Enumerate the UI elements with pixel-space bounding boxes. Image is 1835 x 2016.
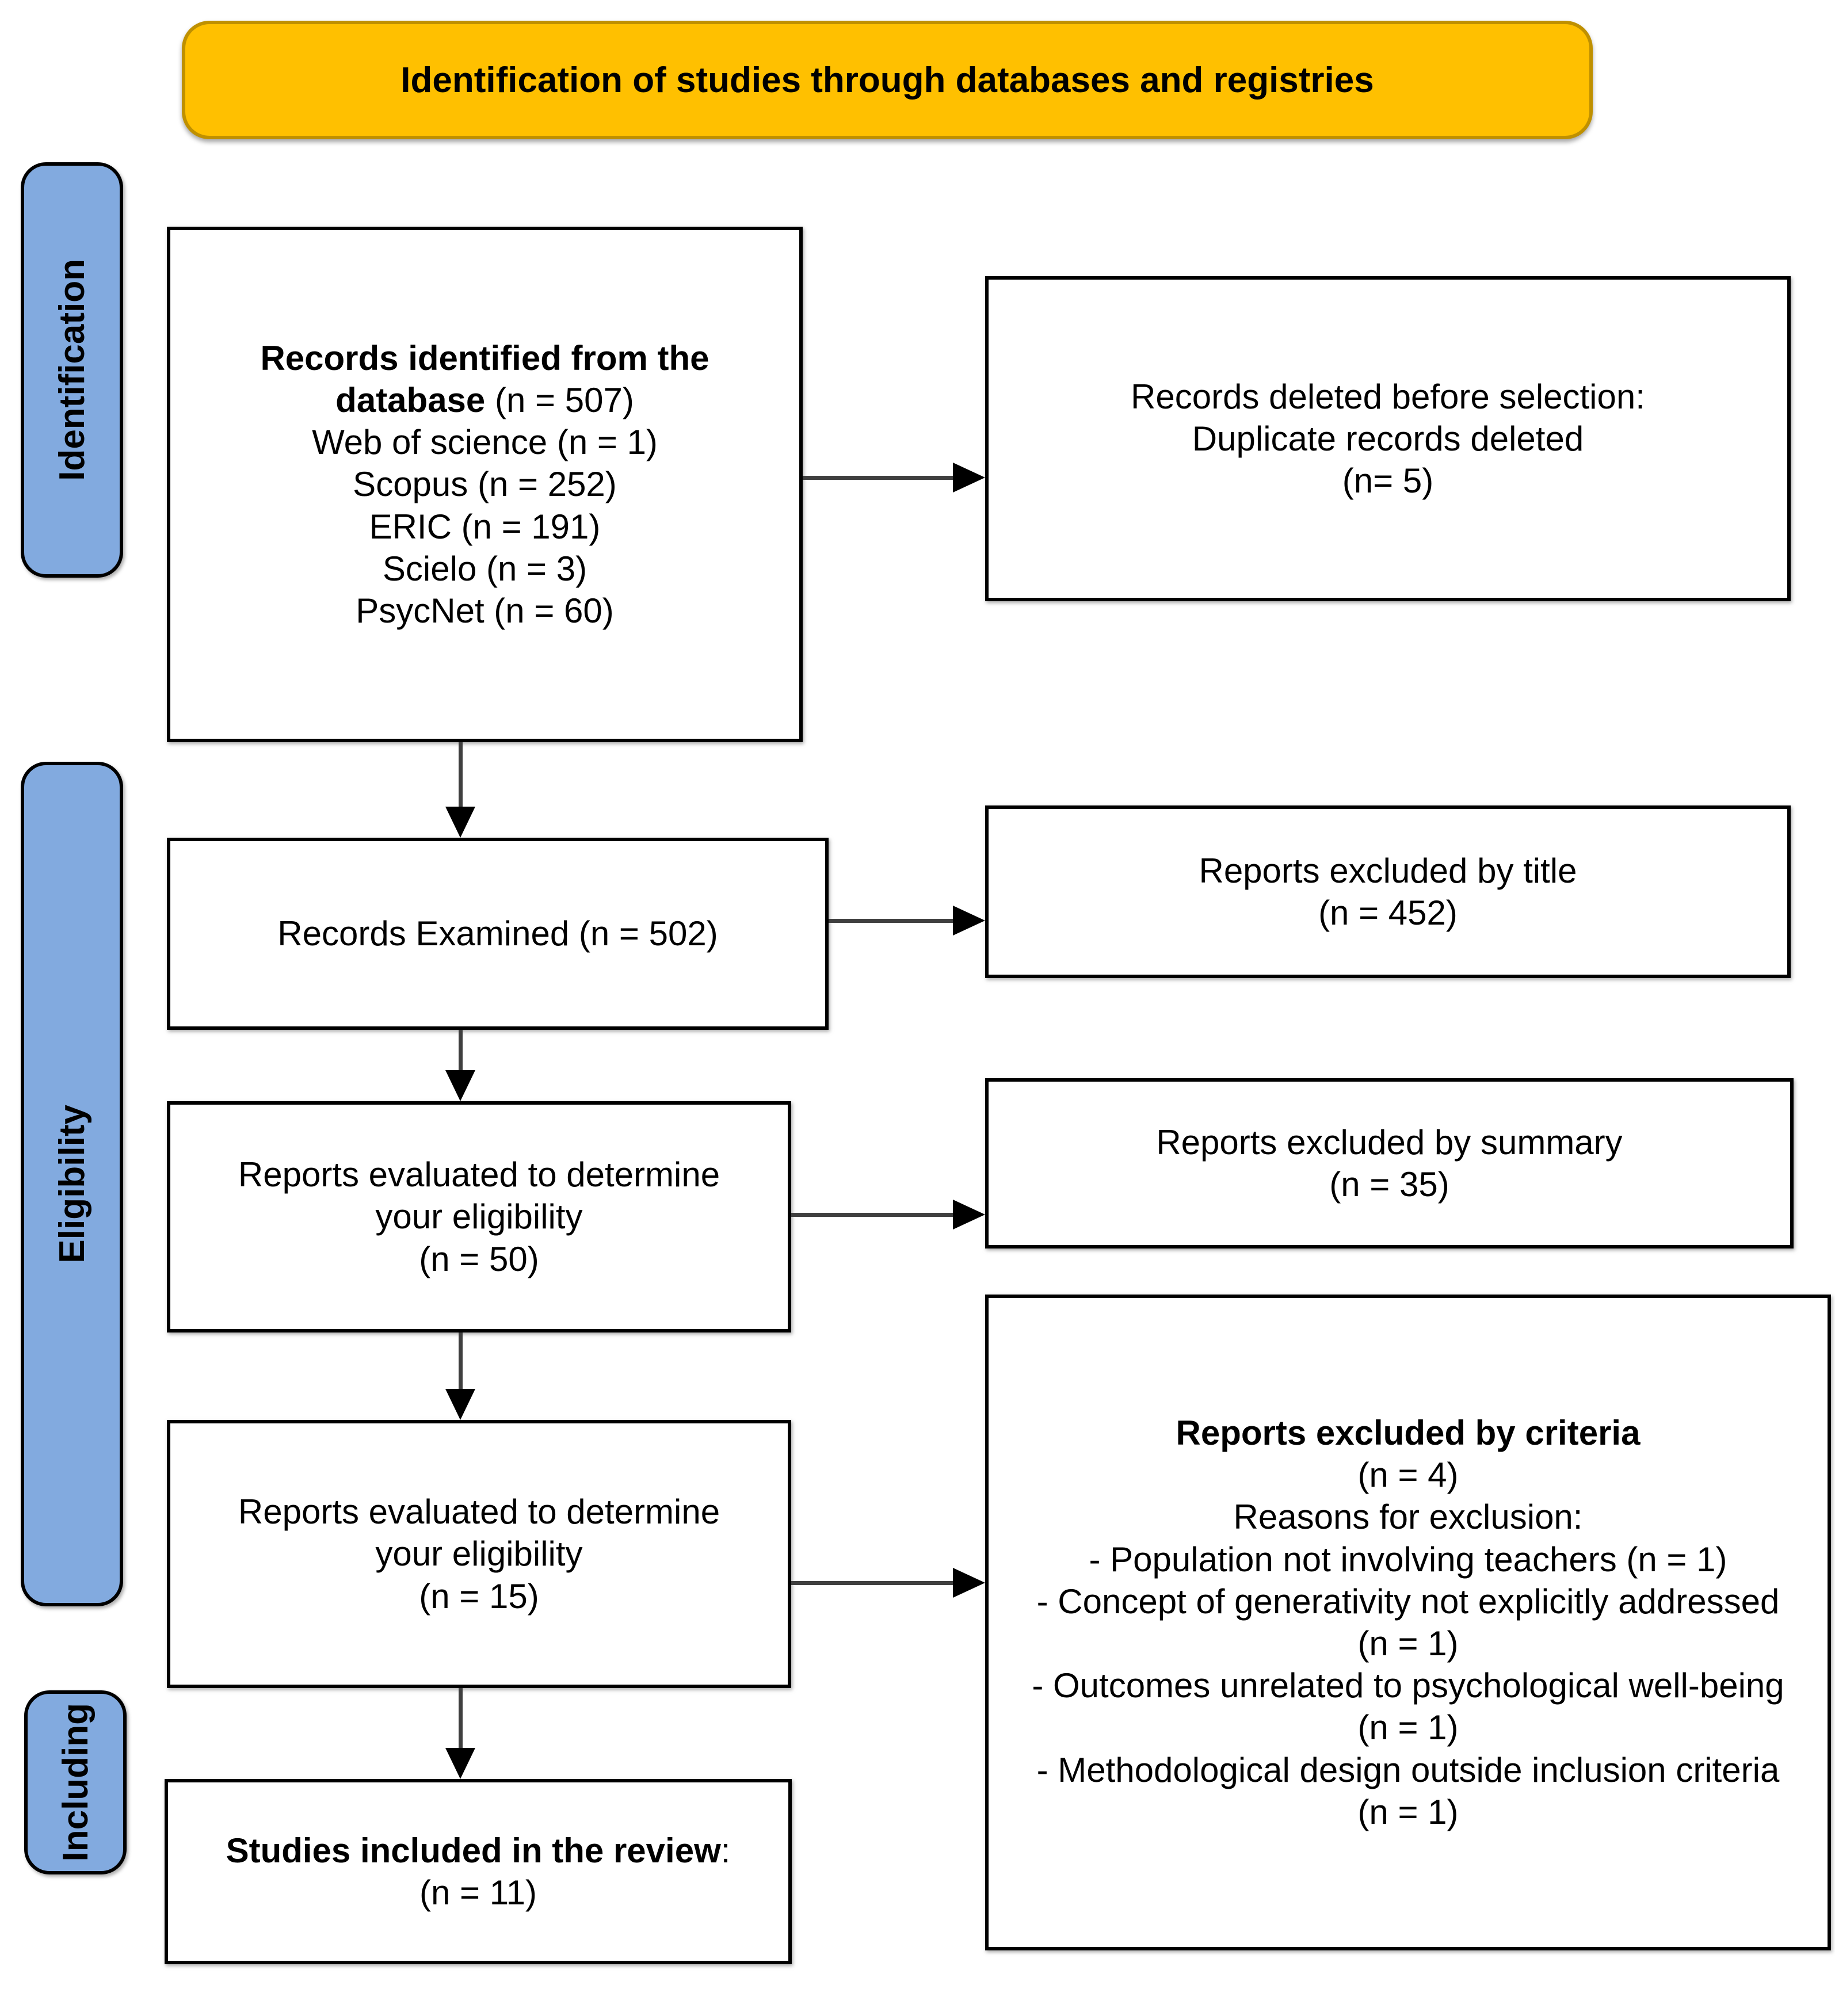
- records-examined-box: Records Examined (n = 502): [167, 838, 829, 1030]
- arrow-evaluated50-to-bysummary-head-icon: [953, 1200, 985, 1230]
- records-identified-sources: Web of science (n = 1) Scopus (n = 252) …: [312, 423, 658, 630]
- arrow-examined-to-bytitle-stem: [829, 919, 953, 923]
- studies-included-title: Studies included in the review: [226, 1831, 721, 1870]
- excluded-by-criteria-title: Reports excluded by criteria: [1176, 1414, 1641, 1453]
- reports-evaluated-15-text: Reports evaluated to determine your elig…: [238, 1492, 720, 1616]
- stage-identification-label: Identification: [52, 259, 92, 481]
- arrow-examined-to-bytitle-head-icon: [953, 906, 985, 936]
- banner: Identification of studies through databa…: [182, 21, 1593, 139]
- records-identified-title: Records identified from the database: [260, 338, 709, 420]
- excluded-by-criteria-box: Reports excluded by criteria (n = 4) Rea…: [985, 1295, 1831, 1950]
- studies-included-colon: :: [720, 1831, 731, 1870]
- arrow-examined-to-evaluated50-head-icon: [445, 1070, 475, 1101]
- arrow-identified-to-examined-stem: [459, 742, 463, 808]
- reports-evaluated-15-box: Reports evaluated to determine your elig…: [167, 1420, 791, 1688]
- arrow-evaluated50-to-evaluated15-stem: [459, 1332, 463, 1390]
- arrow-examined-to-evaluated50-stem: [459, 1030, 463, 1071]
- reports-evaluated-50-text: Reports evaluated to determine your elig…: [238, 1155, 720, 1278]
- excluded-by-criteria-details: (n = 4) Reasons for exclusion: - Populat…: [1032, 1456, 1784, 1831]
- records-identified-heading: Records identified from the database (n …: [193, 337, 776, 421]
- stage-including-label: Including: [55, 1703, 96, 1862]
- studies-included-count: (n = 11): [419, 1873, 537, 1912]
- arrow-evaluated15-to-included-head-icon: [445, 1748, 475, 1779]
- banner-title: Identification of studies through databa…: [400, 60, 1374, 100]
- records-deleted-text: Records deleted before selection: Duplic…: [1131, 377, 1645, 501]
- arrow-identified-to-deleted-stem: [803, 476, 953, 480]
- excluded-by-title-text: Reports excluded by title (n = 452): [1199, 851, 1577, 932]
- stage-including: Including: [24, 1690, 127, 1874]
- arrow-evaluated50-to-bysummary-stem: [791, 1213, 953, 1217]
- studies-included-box: Studies included in the review: (n = 11): [165, 1779, 792, 1964]
- arrow-evaluated15-to-bycriteria-stem: [791, 1581, 953, 1585]
- stage-eligibility-label: Eligibility: [52, 1105, 92, 1263]
- excluded-by-summary-text: Reports excluded by summary (n = 35): [1156, 1122, 1623, 1204]
- arrow-identified-to-deleted-head-icon: [953, 463, 985, 492]
- records-identified-box: Records identified from the database (n …: [167, 227, 803, 742]
- stage-identification: Identification: [21, 162, 123, 578]
- studies-included-heading: Studies included in the review:: [226, 1830, 731, 1872]
- reports-evaluated-50-box: Reports evaluated to determine your elig…: [167, 1101, 791, 1332]
- records-deleted-box: Records deleted before selection: Duplic…: [985, 276, 1791, 601]
- records-examined-text: Records Examined (n = 502): [277, 914, 718, 953]
- stage-eligibility: Eligibility: [21, 762, 123, 1606]
- records-identified-count: (n = 507): [485, 381, 634, 420]
- excluded-by-title-box: Reports excluded by title (n = 452): [985, 805, 1791, 978]
- arrow-identified-to-examined-head-icon: [445, 807, 475, 838]
- excluded-by-summary-box: Reports excluded by summary (n = 35): [985, 1078, 1794, 1248]
- arrow-evaluated15-to-included-stem: [459, 1688, 463, 1749]
- arrow-evaluated50-to-evaluated15-head-icon: [445, 1389, 475, 1420]
- arrow-evaluated15-to-bycriteria-head-icon: [953, 1568, 985, 1598]
